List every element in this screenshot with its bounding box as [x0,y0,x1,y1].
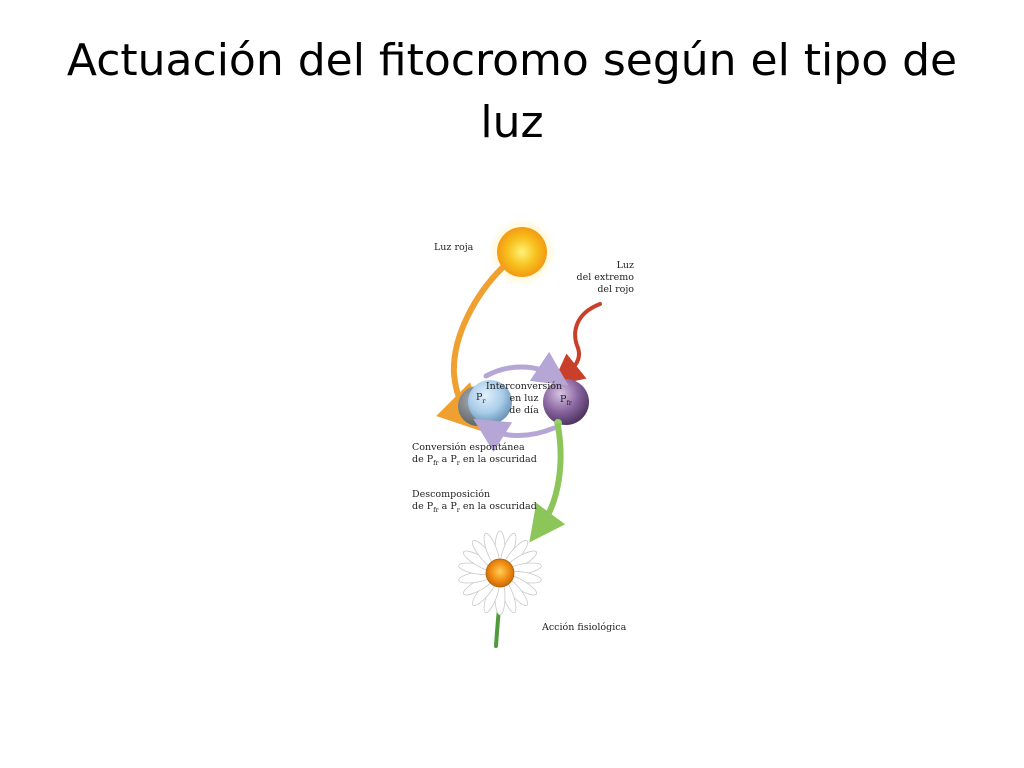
dark-conversion-arrow [473,418,557,453]
decomposition-to-sub: r [456,505,460,514]
decomposition-label: Descomposición de Pfr a Pr en la oscurid… [412,489,537,513]
pr-label: Pr [476,392,486,404]
physiological-action-label: Acción fisiológica [542,622,627,633]
sun-icon [488,218,556,286]
pfr-label-main: P [560,394,567,405]
spontaneous-middle: a P [438,454,457,465]
decomposition-line1: Descomposición [412,489,491,500]
decomposition-suffix: en la oscuridad [459,501,537,512]
interconversion-line1: Interconversión [485,381,563,392]
pfr-label: Pfr [560,394,572,406]
spontaneous-line2: de Pfr a Pr en la oscuridad [412,454,537,466]
daisy-flower-icon [458,530,542,616]
decomposition-prefix: de P [412,501,434,512]
decomposition-middle: a P [438,501,457,512]
far-red-label-line3: del rojo [597,284,634,295]
phytochrome-diagram: Luz roja Luz del extremo del rojo Interc… [404,216,644,656]
physiological-action-arrow [529,423,566,543]
spontaneous-line1: Conversión espontánea [412,442,525,453]
pfr-sphere [543,379,589,425]
decomposition-from-sub: fr [433,505,439,514]
interconversion-line2: en luz [509,393,539,404]
far-red-light-arrow [551,302,602,386]
decomposition-line2: de Pfr a Pr en la oscuridad [412,501,537,513]
far-red-light-label: Luz del extremo del rojo [564,260,634,296]
red-light-label: Luz roja [434,242,474,253]
far-red-label-line2: del extremo [576,272,634,283]
pfr-label-sub: fr [566,398,572,407]
interconversion-arrow-top [483,351,569,386]
spontaneous-prefix: de P [412,454,434,465]
interconversion-line3: de día [509,405,539,416]
spontaneous-from-sub: fr [433,458,439,467]
spontaneous-conversion-label: Conversión espontánea de Pfr a Pr en la … [412,442,537,466]
far-red-label-line1: Luz [616,260,634,271]
interconversion-label: Interconversión en luz de día [482,381,566,417]
pr-label-main: P [476,392,483,403]
spontaneous-suffix: en la oscuridad [459,454,537,465]
spontaneous-to-sub: r [456,458,460,467]
pr-label-sub: r [482,396,486,405]
slide-title: Actuación del fitocromo según el tipo de… [66,35,958,148]
diagram-graphics [436,218,602,648]
pr-sphere [458,380,512,426]
